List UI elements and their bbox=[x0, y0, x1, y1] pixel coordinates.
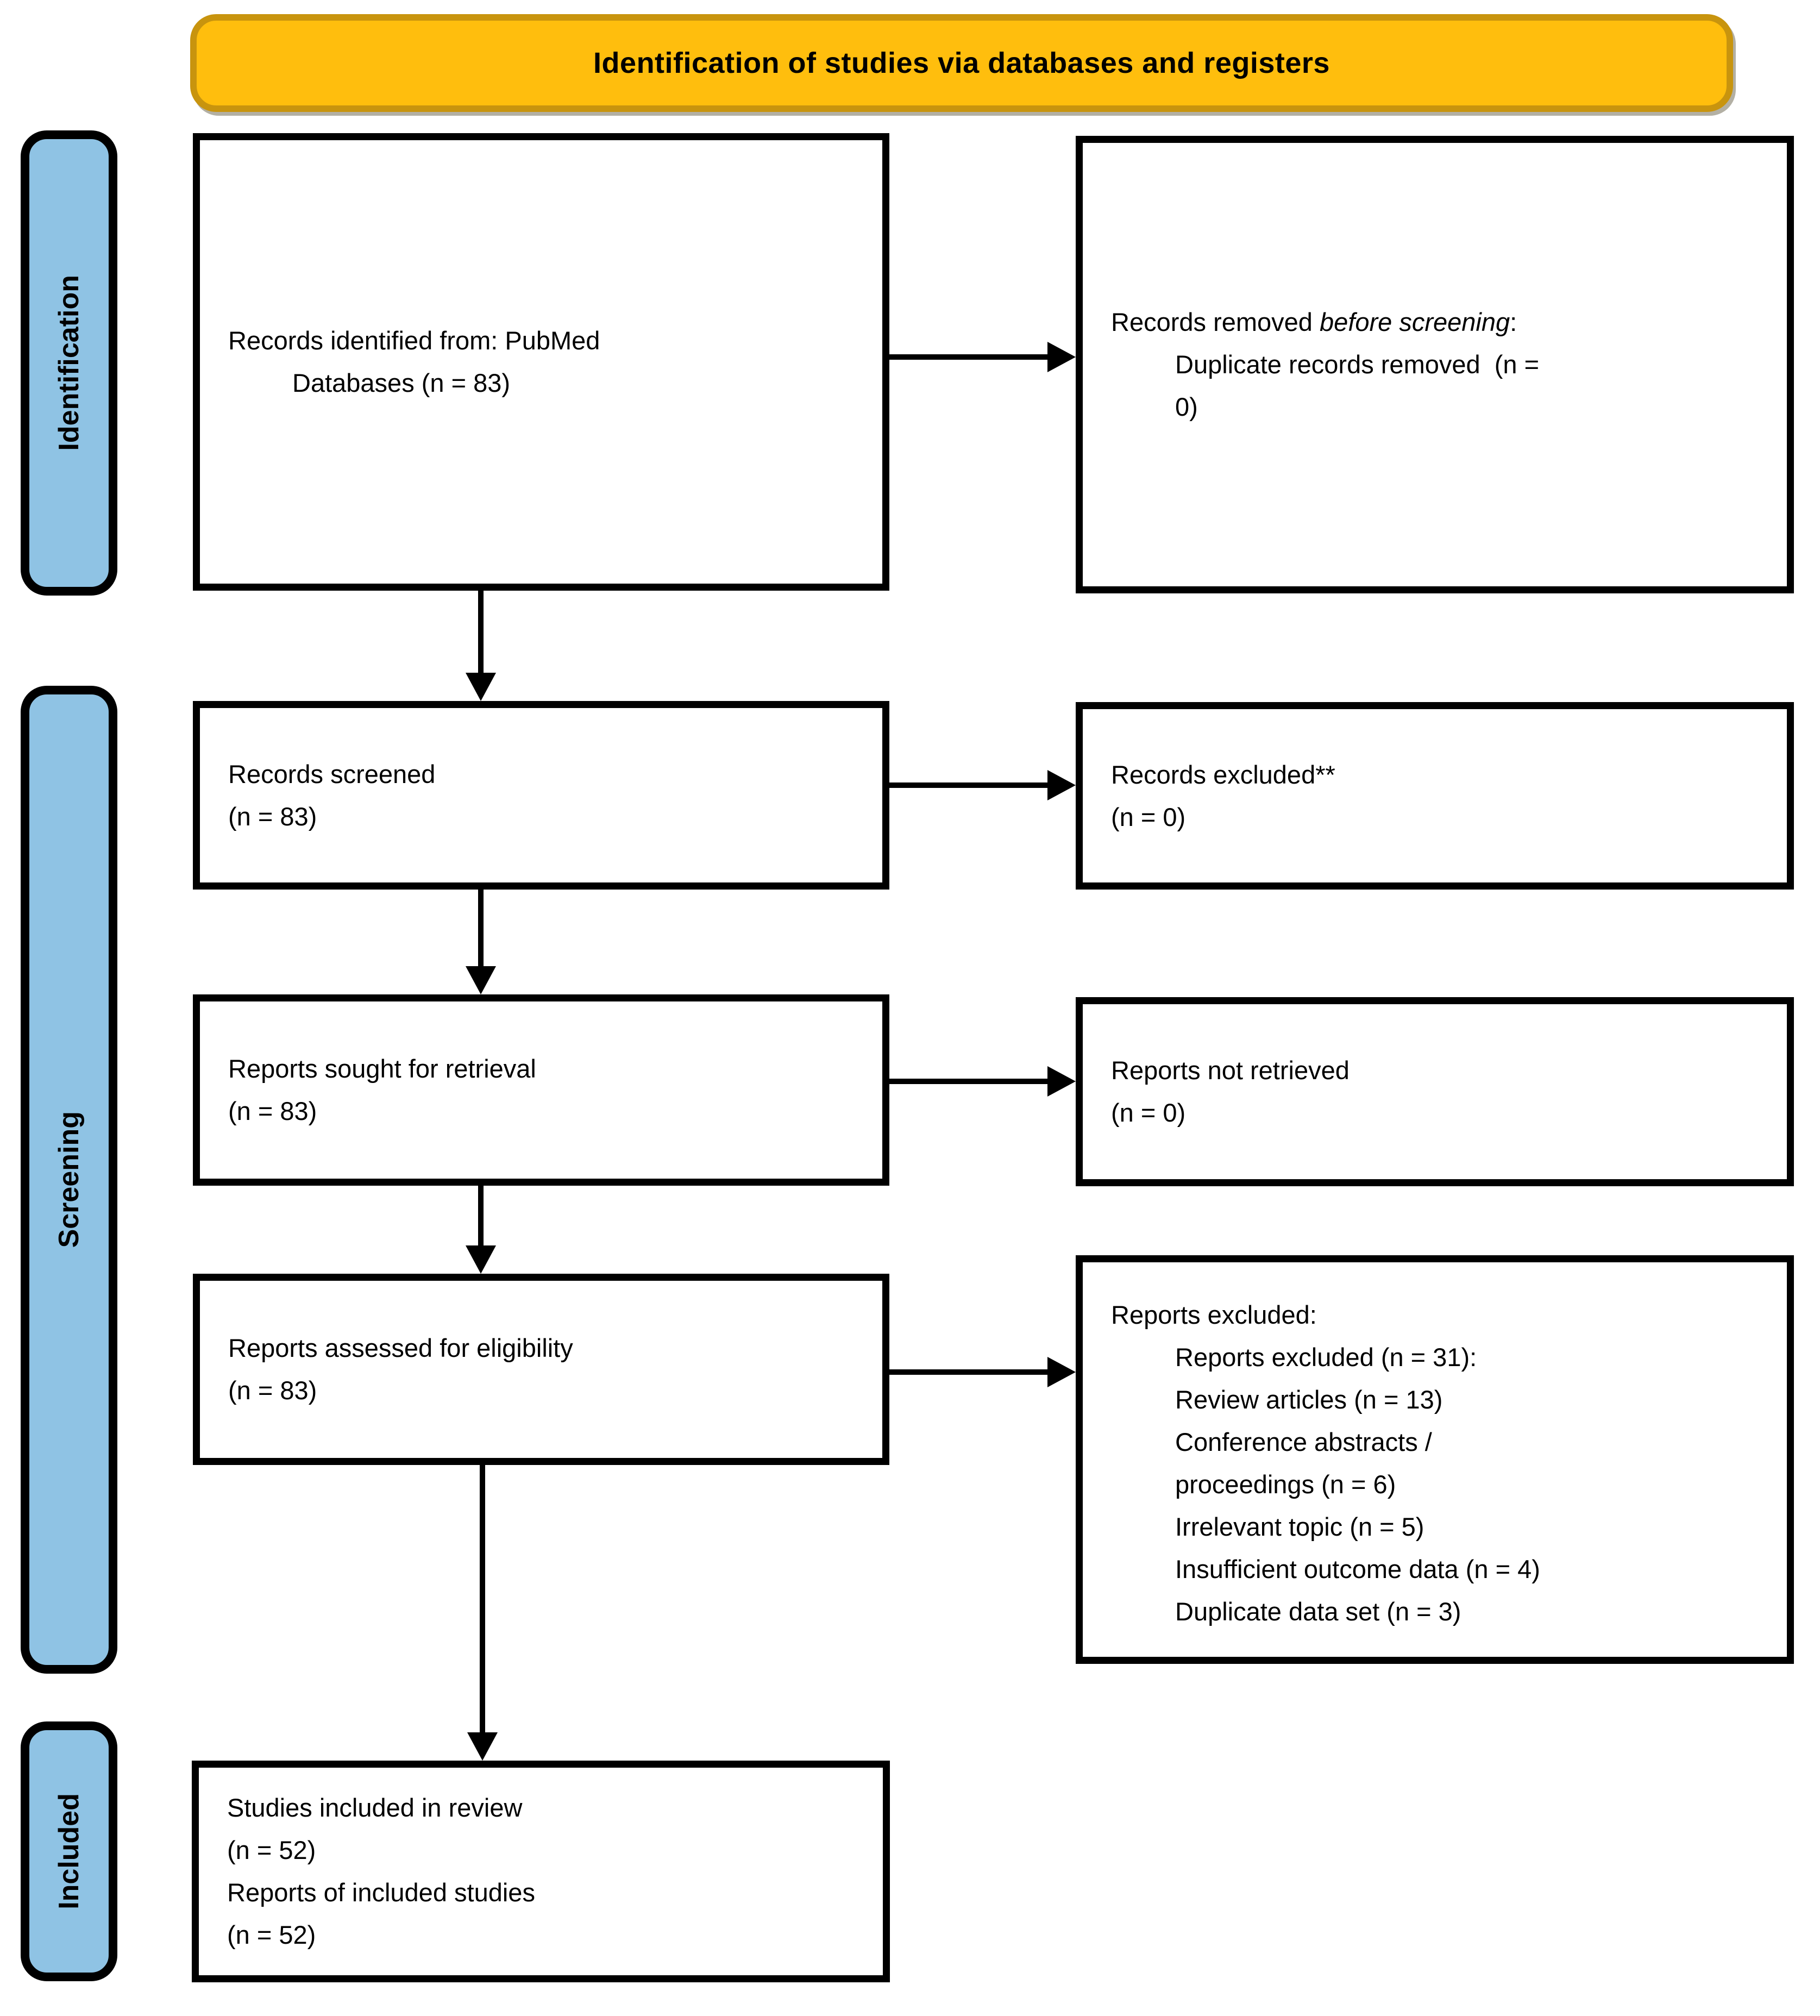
stage-included-label: Included bbox=[53, 1793, 85, 1909]
arrow-shaft bbox=[889, 1369, 1047, 1375]
box-records-excluded-line1: Records excluded** bbox=[1111, 760, 1335, 789]
box-reports-assessed-line2: (n = 83) bbox=[228, 1376, 317, 1405]
arrow-head-right-icon bbox=[1047, 1066, 1076, 1097]
box-studies-included-line3: Reports of included studies bbox=[227, 1878, 535, 1907]
arrow-shaft bbox=[478, 890, 484, 966]
records-removed-text-pre: Records removed bbox=[1111, 308, 1320, 336]
box-reports-sought: Reports sought for retrieval (n = 83) bbox=[193, 994, 889, 1186]
box-studies-included-line2: (n = 52) bbox=[227, 1836, 316, 1864]
arrow-sought-to-not-retrieved bbox=[889, 1066, 1076, 1097]
arrow-identified-to-screened bbox=[466, 591, 496, 701]
records-removed-text-post: : bbox=[1510, 308, 1517, 336]
box-reports-assessed: Reports assessed for eligibility (n = 83… bbox=[193, 1274, 889, 1465]
arrow-head-down-icon bbox=[466, 673, 496, 701]
box-studies-included: Studies included in review (n = 52) Repo… bbox=[192, 1761, 890, 1982]
box-records-identified-line2: Databases (n = 83) bbox=[292, 368, 511, 397]
box-records-removed-line3: 0) bbox=[1175, 392, 1198, 421]
stage-screening-label: Screening bbox=[53, 1111, 85, 1248]
arrow-shaft bbox=[480, 1465, 485, 1732]
stage-included: Included bbox=[21, 1721, 117, 1981]
excluded-reason-item: Conference abstracts / bbox=[1175, 1428, 1432, 1456]
arrow-sought-to-assessed bbox=[466, 1186, 496, 1274]
box-records-identified-line1: Records identified from: PubMed bbox=[228, 326, 600, 355]
excluded-reason-item: Reports excluded (n = 31): bbox=[1175, 1343, 1477, 1372]
title-banner: Identification of studies via databases … bbox=[190, 14, 1733, 112]
arrow-shaft bbox=[478, 1186, 484, 1245]
arrow-assessed-to-excluded-detail bbox=[889, 1357, 1076, 1387]
box-records-identified: Records identified from: PubMed Database… bbox=[193, 133, 889, 591]
box-reports-not-retrieved: Reports not retrieved (n = 0) bbox=[1076, 997, 1794, 1186]
box-reports-not-retrieved-line2: (n = 0) bbox=[1111, 1098, 1186, 1127]
box-records-removed-line2: Duplicate records removed (n = bbox=[1175, 350, 1540, 379]
arrow-head-right-icon bbox=[1047, 342, 1076, 372]
arrow-assessed-to-included bbox=[467, 1465, 498, 1761]
box-records-screened: Records screened (n = 83) bbox=[193, 701, 889, 890]
arrow-head-down-icon bbox=[467, 1732, 498, 1761]
stage-identification-label: Identification bbox=[53, 275, 85, 451]
stage-identification: Identification bbox=[21, 130, 117, 596]
stage-screening: Screening bbox=[21, 686, 117, 1674]
excluded-reason-item: Irrelevant topic (n = 5) bbox=[1175, 1512, 1424, 1541]
box-reports-excluded-detail-heading: Reports excluded: bbox=[1111, 1300, 1317, 1329]
box-records-screened-line1: Records screened bbox=[228, 759, 436, 788]
box-reports-assessed-line1: Reports assessed for eligibility bbox=[228, 1333, 573, 1362]
arrow-head-down-icon bbox=[466, 1245, 496, 1274]
box-records-removed-line1: Records removed before screening: bbox=[1111, 301, 1771, 343]
box-studies-included-line4: (n = 52) bbox=[227, 1920, 316, 1949]
arrow-shaft bbox=[889, 782, 1047, 788]
arrow-shaft bbox=[889, 1079, 1047, 1084]
excluded-reason-item: proceedings (n = 6) bbox=[1175, 1470, 1396, 1499]
box-records-excluded: Records excluded** (n = 0) bbox=[1076, 702, 1794, 890]
excluded-reason-item: Review articles (n = 13) bbox=[1175, 1385, 1443, 1414]
box-records-removed: Records removed before screening: Duplic… bbox=[1076, 136, 1794, 593]
arrow-screened-to-excluded bbox=[889, 770, 1076, 800]
box-reports-excluded-detail: Reports excluded: Reports excluded (n = … bbox=[1076, 1255, 1794, 1664]
box-reports-sought-line2: (n = 83) bbox=[228, 1097, 317, 1125]
box-records-screened-line2: (n = 83) bbox=[228, 802, 317, 831]
arrow-shaft bbox=[478, 591, 484, 673]
records-removed-text-italic: before screening bbox=[1320, 308, 1510, 336]
arrow-head-down-icon bbox=[466, 966, 496, 994]
box-reports-not-retrieved-line1: Reports not retrieved bbox=[1111, 1056, 1350, 1085]
box-reports-sought-line1: Reports sought for retrieval bbox=[228, 1054, 536, 1083]
excluded-reason-item: Duplicate data set (n = 3) bbox=[1175, 1597, 1461, 1626]
excluded-reason-item: Insufficient outcome data (n = 4) bbox=[1175, 1555, 1540, 1583]
arrow-head-right-icon bbox=[1047, 1357, 1076, 1387]
box-studies-included-line1: Studies included in review bbox=[227, 1793, 523, 1822]
box-records-excluded-line2: (n = 0) bbox=[1111, 802, 1186, 831]
arrow-shaft bbox=[889, 354, 1047, 360]
arrow-screened-to-sought bbox=[466, 890, 496, 994]
title-banner-label: Identification of studies via databases … bbox=[593, 47, 1330, 79]
arrow-identified-to-removed bbox=[889, 342, 1076, 372]
arrow-head-right-icon bbox=[1047, 770, 1076, 800]
